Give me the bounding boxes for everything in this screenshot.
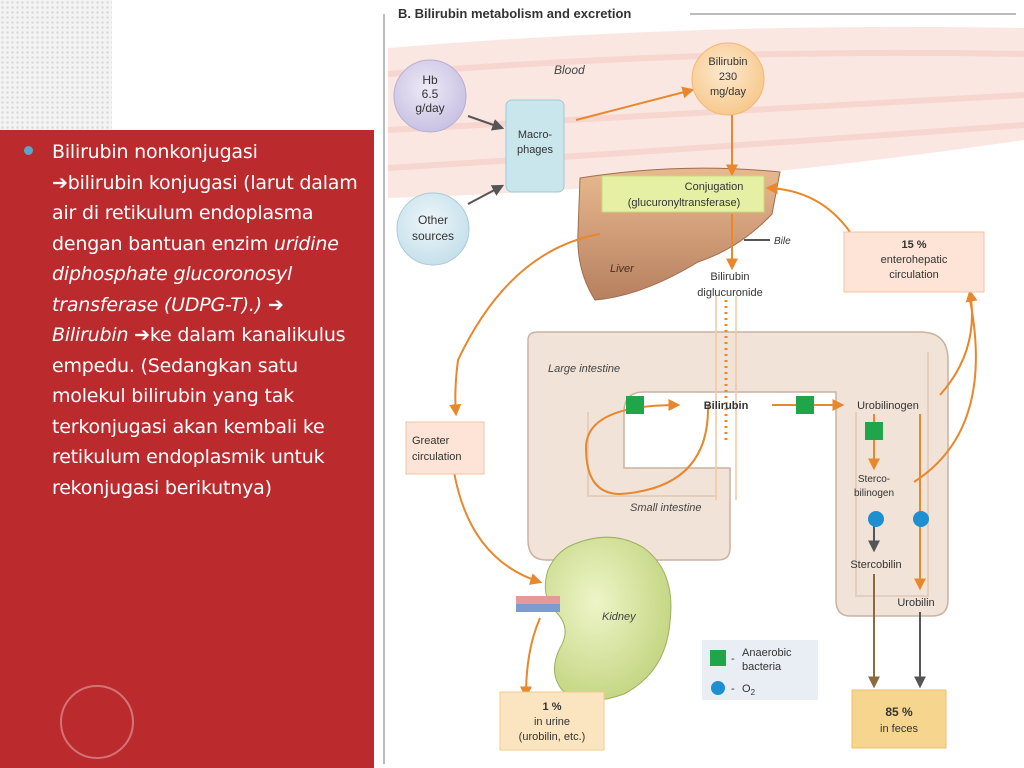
dotted-pattern-decoration	[0, 0, 112, 130]
arrow-icon: ➔	[52, 171, 68, 194]
feces-line-2: in feces	[880, 723, 918, 735]
enterohepatic-box	[843, 231, 985, 293]
enzyme-name: uridine diphosphate glucoronosyl transfe…	[52, 232, 339, 316]
macrophages-line-2: phages	[517, 144, 554, 156]
conjugation-line-1: Conjugation	[685, 181, 744, 193]
arrow-small-intestine-loop	[584, 399, 710, 496]
other-sources-line-2: sources	[412, 229, 454, 243]
arrow-macrophages-to-bilirubin	[575, 86, 695, 121]
urine-line-2: in urine	[534, 716, 570, 728]
text-segment: Bilirubin	[52, 324, 135, 346]
urobilin-label: Urobilin	[897, 597, 934, 609]
other-sources-node	[396, 192, 470, 266]
arrow-liver-to-greater-circulation	[449, 233, 601, 417]
kidney-label: Kidney	[602, 611, 637, 623]
bacteria-marker	[626, 396, 644, 414]
arrow-stercobilinogen-to-enterohepatic	[913, 299, 977, 483]
bilirubin-blood-line-1: Bilirubin	[708, 56, 747, 68]
legend-dash: -	[731, 653, 735, 665]
urobilinogen-label: Urobilinogen	[857, 400, 919, 412]
bullet-icon	[24, 146, 33, 155]
legend-bacteria-line-2: bacteria	[742, 661, 782, 673]
diglucuronide-line-2: diglucuronide	[697, 287, 762, 299]
stercobilinogen-line-1: Sterco-	[858, 474, 890, 485]
hb-line-2: 6.5	[422, 87, 439, 101]
bilirubin-blood-line-2: 230	[719, 71, 737, 83]
legend-oxygen-subscript: 2	[751, 688, 756, 697]
macrophages-box	[505, 99, 565, 193]
text-segment: ke dalam kanalikulus empedu. (Sedangkan …	[52, 324, 346, 499]
text-segment: bilirubin konjugasi (larut dalam air di …	[52, 171, 358, 255]
bilirubin-blood-line-3: mg/day	[710, 86, 747, 98]
bilirubin-blood-node	[691, 42, 765, 116]
legend-bacteria-line-1: Anaerobic	[742, 647, 792, 659]
greater-circulation-line-2: circulation	[412, 451, 462, 463]
diglucuronide-line-1: Bilirubin	[710, 271, 749, 283]
liver-label: Liver	[610, 263, 635, 275]
arrow-other-to-macrophages	[467, 184, 505, 205]
bile-label: Bile	[774, 236, 791, 247]
bilirubin-diagram: B. Bilirubin metabolism and excretion Bl…	[383, 6, 1024, 764]
diagram-title: B. Bilirubin metabolism and excretion	[398, 6, 631, 21]
text-segment: Bilirubin nonkonjugasi	[52, 141, 258, 163]
legend-oxygen-label: O2	[742, 683, 756, 697]
macrophages-line-1: Macro-	[518, 129, 553, 141]
bile-route-sides	[715, 296, 737, 500]
arrow-enterohepatic-to-conjugation	[765, 182, 851, 233]
small-intestine-label: Small intestine	[630, 502, 702, 514]
legend-dash: -	[731, 683, 735, 695]
legend-oxygen-symbol: O	[742, 683, 751, 695]
feces-box	[851, 689, 947, 749]
bacteria-marker	[796, 396, 814, 414]
arrow-greater-circulation-to-kidney	[453, 471, 543, 585]
enterohepatic-line-3: circulation	[889, 269, 939, 281]
other-sources-line-1: Other	[418, 213, 448, 227]
large-intestine-label: Large intestine	[548, 363, 620, 375]
conjugation-box	[601, 175, 765, 213]
legend-oxygen-swatch	[711, 681, 725, 695]
hb-line-1: Hb	[422, 73, 438, 87]
gut-bilirubin-label: Bilirubin	[704, 400, 749, 412]
stercobilin-label: Stercobilin	[850, 559, 901, 571]
greater-circulation-box	[405, 421, 485, 475]
frame-border	[383, 13, 1016, 764]
enterohepatic-line-1: 15 %	[901, 239, 926, 251]
bacteria-marker	[865, 422, 883, 440]
legend-bacteria-swatch	[710, 650, 726, 666]
content-panel	[0, 130, 374, 768]
arrow-icon: ➔	[267, 293, 284, 316]
renal-vein	[516, 604, 560, 612]
intestine-inner	[587, 352, 929, 597]
urine-line-3: (urobilin, etc.)	[519, 731, 586, 743]
arrow-icon: ➔	[134, 324, 150, 346]
conjugation-line-2: (glucuronyltransferase)	[628, 197, 741, 209]
urine-box	[499, 691, 605, 751]
stercobilinogen-line-2: bilinogen	[854, 488, 894, 499]
hb-node	[393, 59, 467, 133]
bullet-paragraph: Bilirubin nonkonjugasi➔bilirubin konjuga…	[52, 137, 370, 503]
oxygen-marker	[913, 511, 929, 527]
blood-label: Blood	[554, 63, 585, 77]
feces-line-1: 85 %	[885, 705, 913, 719]
renal-artery	[516, 596, 560, 604]
urine-line-1: 1 %	[543, 701, 562, 713]
arrow-hb-to-macrophages	[467, 115, 505, 131]
oxygen-marker	[868, 511, 884, 527]
ring-decoration	[60, 685, 134, 759]
arrow-kidney-to-urine	[520, 617, 541, 699]
greater-circulation-line-1: Greater	[412, 435, 450, 447]
hb-line-3: g/day	[415, 101, 444, 115]
enterohepatic-line-2: enterohepatic	[881, 254, 948, 266]
